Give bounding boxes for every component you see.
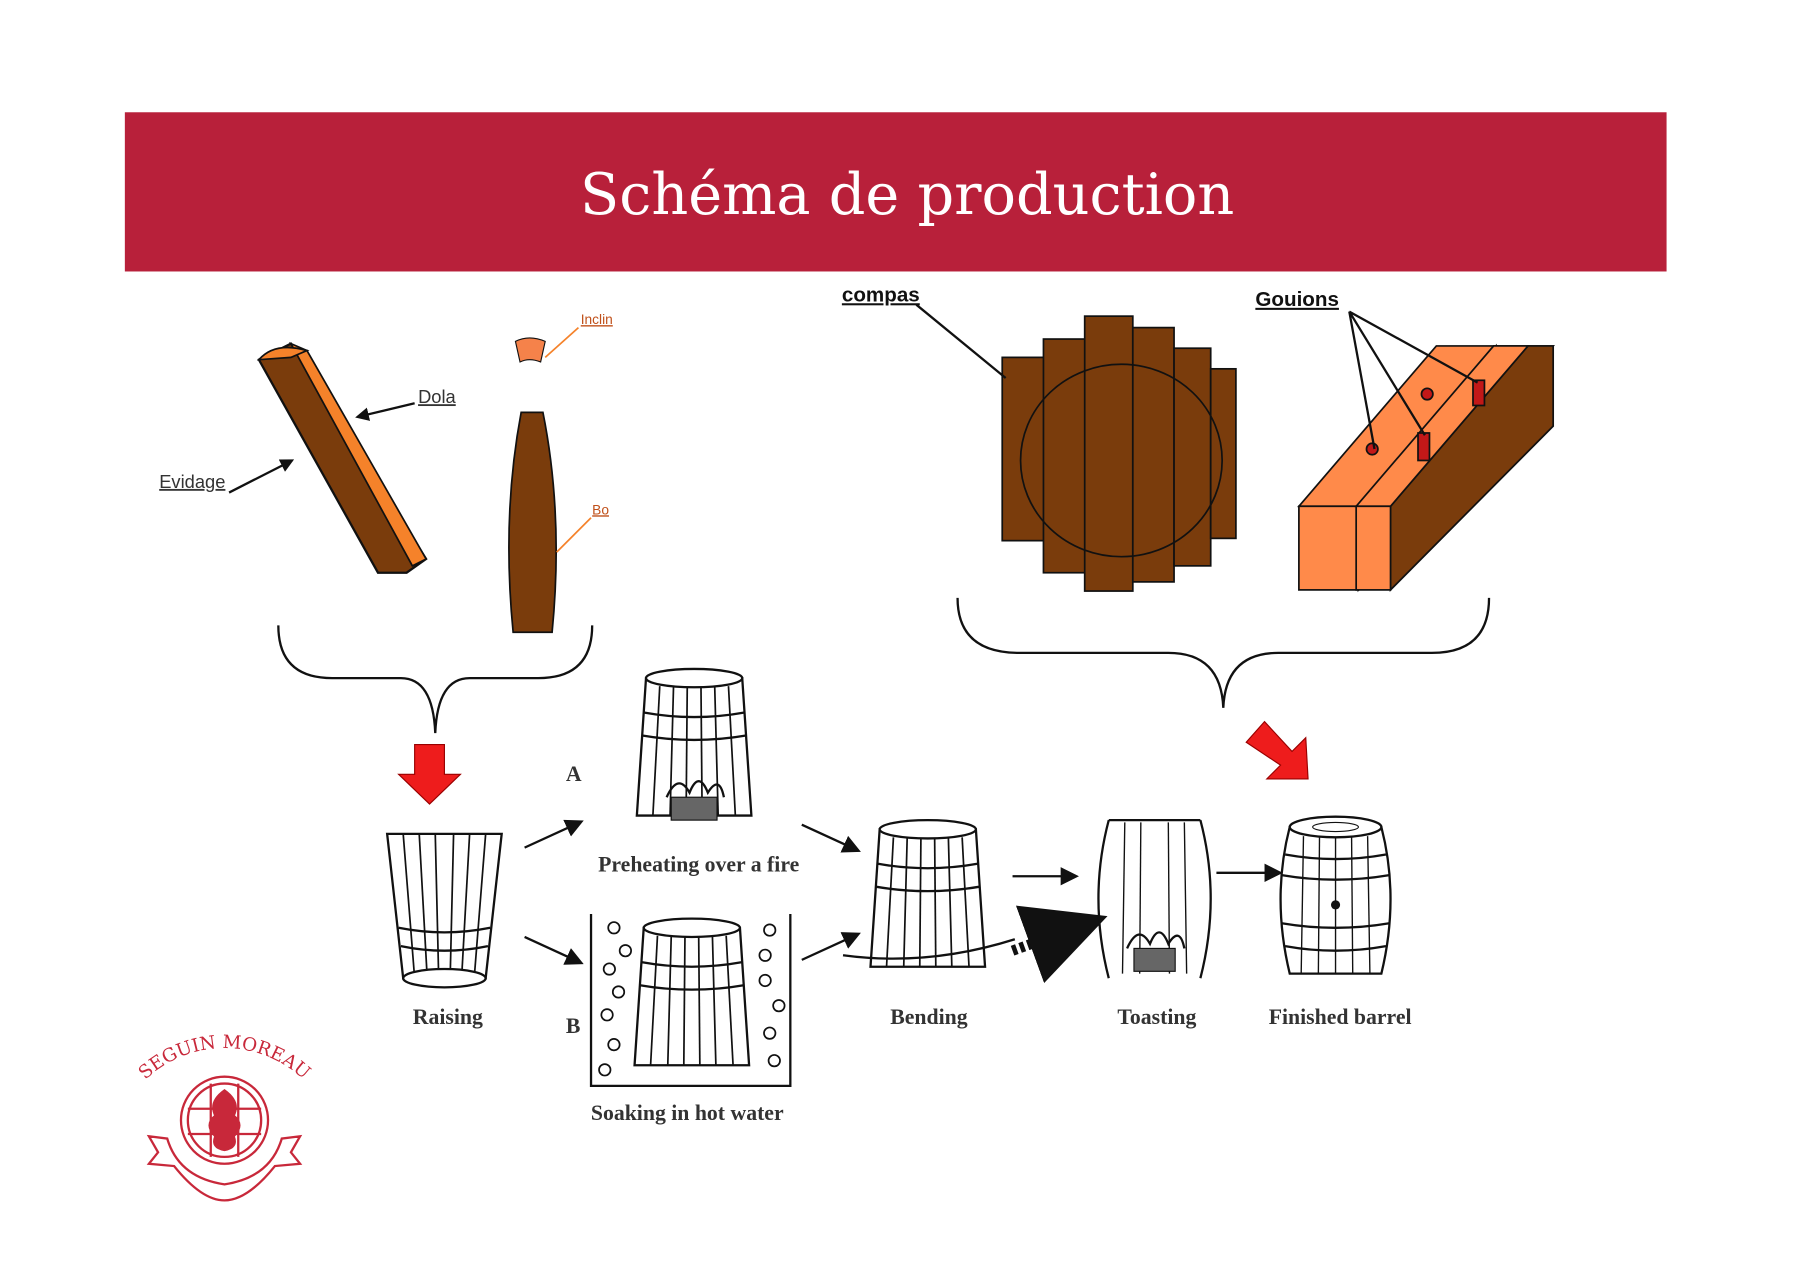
dowelled-boards-illustration: [1297, 343, 1556, 593]
right-brace: [956, 597, 1491, 708]
label-goujons: Gouions: [1255, 288, 1339, 311]
label-evidage: Evidage: [159, 471, 225, 492]
stave-profile-illustration: [508, 337, 558, 634]
label-dola: Dola: [418, 386, 456, 407]
route-b-label: B: [566, 1014, 581, 1038]
label-bo: Bo: [592, 502, 609, 517]
step-raising: Raising: [413, 1005, 483, 1029]
preheating-barrel: [635, 667, 753, 821]
step-preheating: Preheating over a fire: [598, 853, 799, 877]
title-banner: [124, 112, 1667, 272]
raising-barrel: [385, 832, 503, 989]
step-toasting: Toasting: [1117, 1005, 1196, 1029]
step-bending: Bending: [890, 1005, 967, 1029]
toasting-barrel: [1097, 818, 1212, 979]
barrel-head-illustration: [1001, 315, 1237, 592]
red-arrow-down-icon: [397, 743, 462, 805]
seguin-moreau-logo: SEGUIN MOREAU: [135, 1032, 314, 1202]
label-compas: compas: [842, 283, 920, 306]
left-brace: [277, 625, 594, 734]
route-a-label: A: [566, 762, 582, 786]
logo-emblem: [146, 1075, 303, 1202]
label-inclin: Inclin: [581, 312, 613, 327]
stave-illustration: [256, 341, 428, 574]
page-title: Schéma de production: [580, 161, 1234, 228]
red-arrow-diagonal-icon: [1245, 720, 1309, 780]
soaking-tank: [589, 914, 792, 1088]
step-finished: Finished barrel: [1269, 1005, 1412, 1029]
finished-barrel: [1279, 815, 1392, 975]
step-soaking: Soaking in hot water: [591, 1101, 784, 1125]
bending-barrel: [842, 818, 1016, 968]
